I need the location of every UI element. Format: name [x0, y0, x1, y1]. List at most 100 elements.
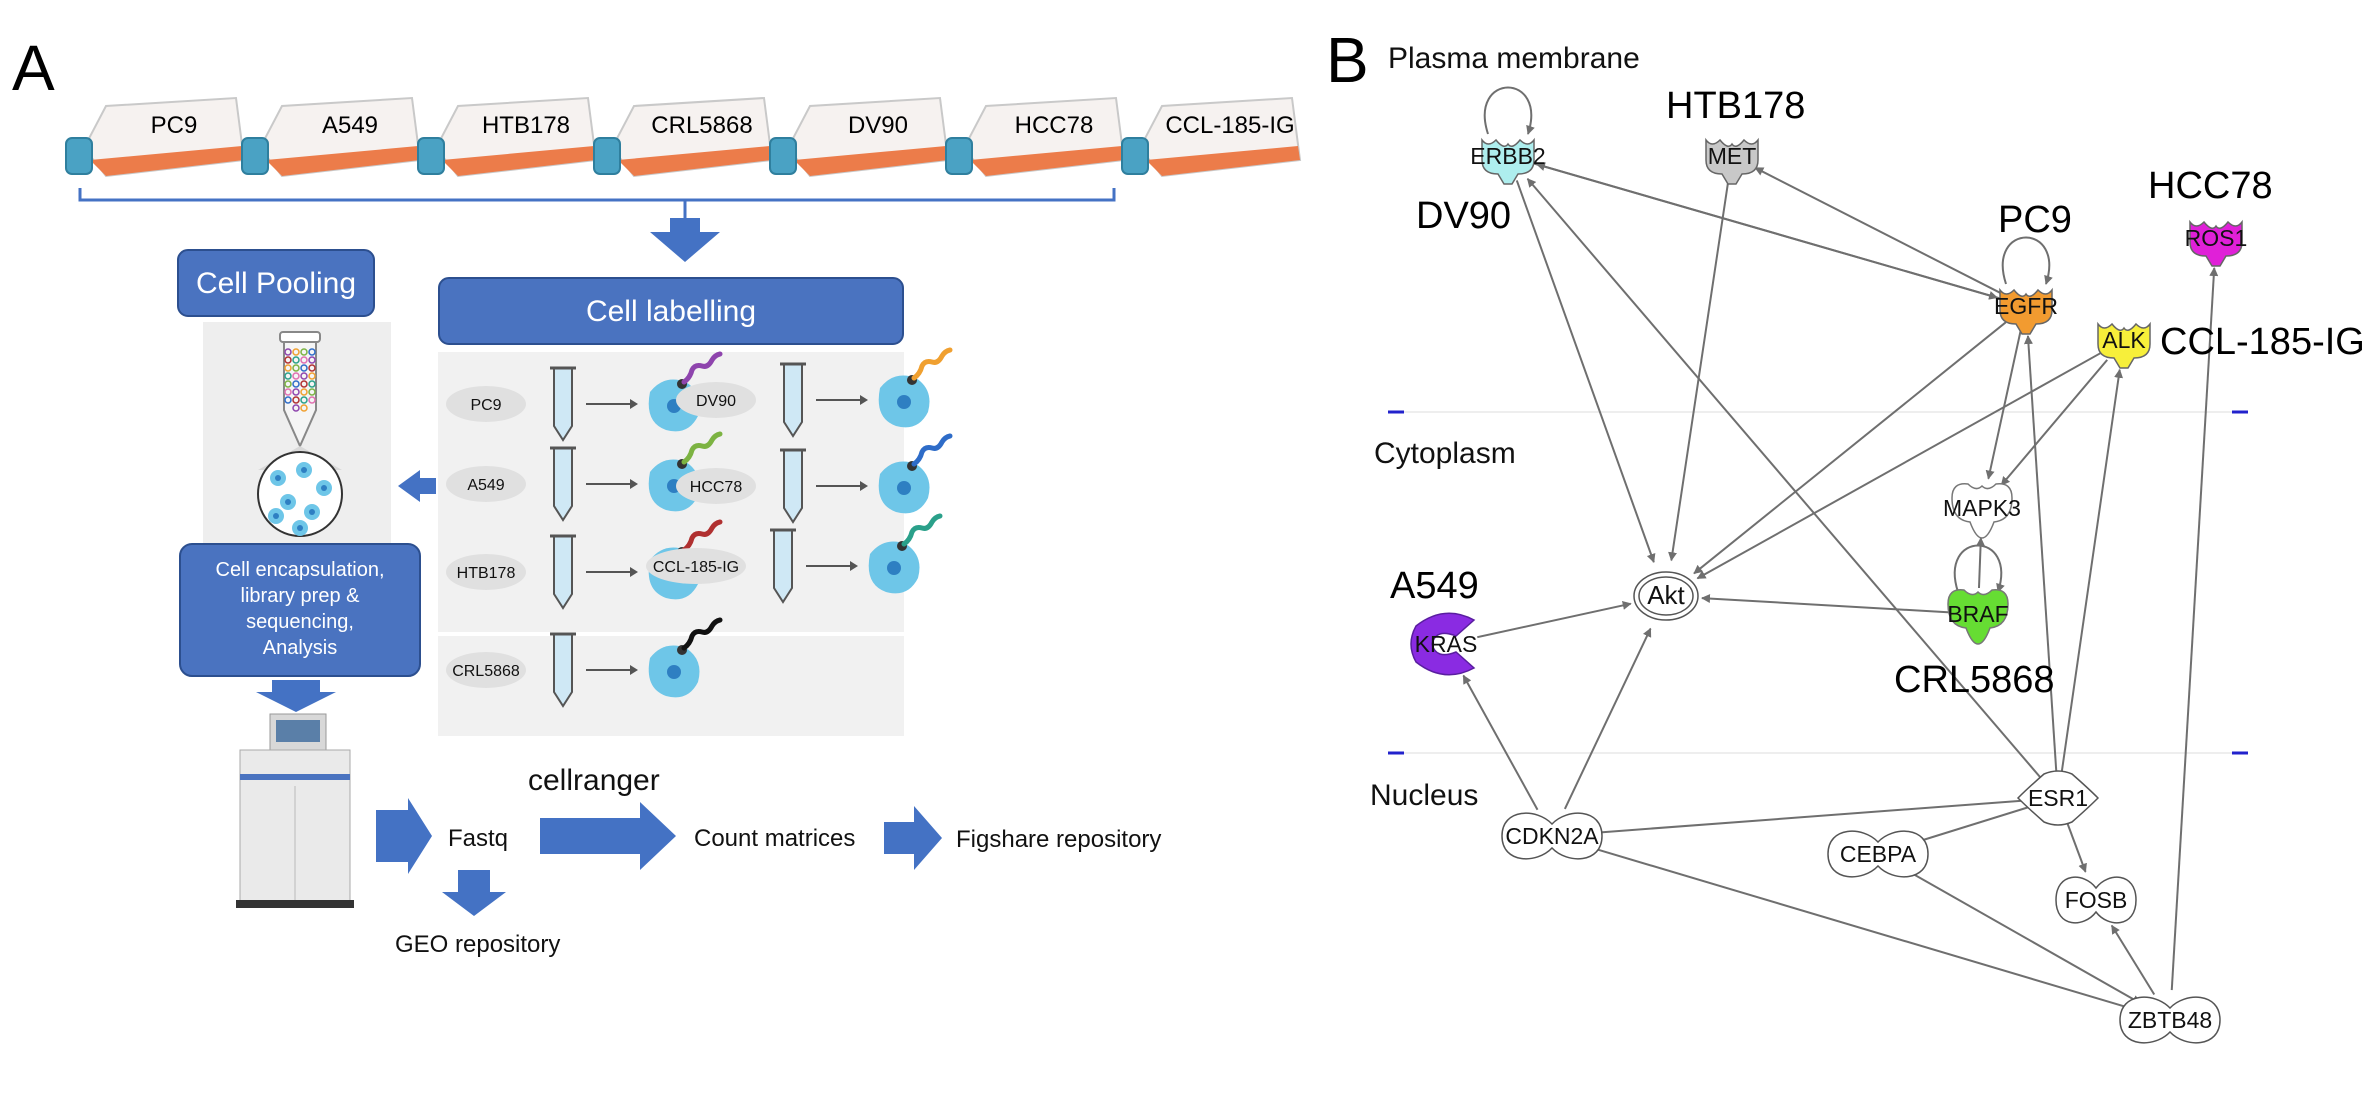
node-label: MET	[1708, 143, 1757, 169]
flask-bracket	[78, 188, 1116, 202]
flask-label: DV90	[848, 112, 908, 139]
cell-pooling-title: Cell Pooling	[196, 267, 356, 300]
cellranger-label: cellranger	[528, 764, 660, 797]
edge-esr1-alk	[2060, 368, 2124, 773]
label-cell-line: CRL5868	[452, 663, 520, 680]
label-row-hcc78: HCC78	[676, 433, 953, 524]
flask-hcc78: HCC78	[945, 96, 1126, 178]
cell-line-label-kras: A549	[1390, 565, 1479, 607]
barcode-icon	[911, 433, 953, 467]
node-label: BRAF	[1947, 601, 2008, 627]
node-akt[interactable]: Akt	[1633, 571, 1699, 621]
tube-icon	[553, 447, 573, 522]
label-row-crl5868: CRL5868	[446, 617, 723, 708]
node-label: CDKN2A	[1505, 823, 1599, 849]
node-erbb2[interactable]: ERBB2	[1470, 137, 1546, 185]
sequencer-icon	[236, 713, 354, 908]
geo-label: GEO repository	[395, 931, 560, 958]
cell-labelling-box	[438, 277, 904, 345]
label-cell-line: HTB178	[457, 565, 516, 582]
node-fosb[interactable]: FOSB	[2055, 876, 2137, 924]
arrow-to-fastq	[376, 798, 432, 874]
edge-esr1-cebpa	[1907, 804, 2034, 847]
node-kras[interactable]: KRAS	[1410, 612, 1477, 676]
node-label: Akt	[1647, 580, 1685, 610]
barcode-icon	[681, 617, 723, 651]
flask-ccl-185-ig: CCL-185-IG	[1121, 96, 1302, 178]
cell-line-label-alk: CCL-185-IG	[2160, 321, 2362, 363]
flask-label: PC9	[151, 112, 198, 139]
flask-htb178: HTB178	[417, 96, 598, 178]
edge-cdkn2a-kras	[1462, 674, 1539, 811]
edge-braf-akt	[1701, 594, 1953, 614]
node-label: ALK	[2102, 327, 2146, 353]
panel-b-letter: B	[1326, 24, 1369, 96]
arrow-labelling-to-pooling	[398, 470, 436, 502]
pooling-tube-icon	[279, 331, 321, 449]
node-egfr[interactable]: EGFR	[1994, 287, 2058, 335]
count-matrices-label: Count matrices	[694, 825, 855, 852]
receptor-icon	[1481, 137, 1535, 185]
node-esr1[interactable]: ESR1	[2016, 770, 2100, 826]
node-ros1[interactable]: ROS1	[2185, 219, 2248, 267]
node-mapk3[interactable]: MAPK3	[1943, 483, 2021, 539]
edge-met-akt	[1668, 177, 1730, 562]
transcription-regulator-icon	[2055, 876, 2137, 924]
self-loops	[1483, 86, 2053, 593]
cell-labelling-title: Cell labelling	[586, 295, 756, 328]
self-loop-egfr	[2001, 236, 2053, 285]
enzyme-icon	[1410, 612, 1476, 676]
label-cell-line: A549	[467, 477, 504, 494]
group-icon	[1633, 571, 1699, 621]
encapsulation-line-3: sequencing,	[246, 611, 354, 633]
encapsulation-line-2: library prep &	[241, 585, 361, 607]
node-label: FOSB	[2065, 887, 2128, 913]
compartment-cytoplasm: Cytoplasm	[1374, 437, 1516, 470]
label-cell-line: CCL-185-IG	[653, 559, 739, 576]
label-cell-line: HCC78	[690, 479, 743, 496]
edge-egfr-mapk3	[1985, 331, 2022, 480]
nuclear-receptor-icon	[2016, 770, 2100, 826]
encapsulation-box	[179, 543, 421, 677]
node-alk[interactable]: ALK	[2097, 321, 2151, 369]
transcription-regulator-icon	[2119, 996, 2221, 1044]
flask-label: HTB178	[482, 112, 570, 139]
node-zbtb48[interactable]: ZBTB48	[2119, 996, 2221, 1044]
arrow-to-sequencer	[256, 680, 336, 712]
node-braf[interactable]: BRAF	[1947, 589, 2009, 645]
cell-line-label-braf: CRL5868	[1894, 659, 2055, 701]
edge-zbtb48-cdkn2a	[1583, 843, 2142, 1013]
node-label: ESR1	[2028, 785, 2088, 811]
barcode-icon	[681, 431, 723, 465]
label-row-pc9: PC9	[446, 351, 723, 442]
edge-erbb2-akt	[1515, 180, 1656, 563]
tube-icon	[783, 363, 803, 438]
barcode-icon	[911, 347, 953, 381]
node-cebpa[interactable]: CEBPA	[1827, 830, 1929, 878]
barcode-icon	[681, 351, 723, 385]
label-cell-line: PC9	[470, 397, 501, 414]
receptor-icon	[2189, 219, 2243, 267]
down-arrow-to-labelling	[650, 232, 720, 262]
flask-dv90: DV90	[769, 96, 950, 178]
node-met[interactable]: MET	[1705, 137, 1759, 185]
node-label: EGFR	[1994, 293, 2058, 319]
node-label: ZBTB48	[2128, 1007, 2212, 1033]
cell-line-label-erbb2: DV90	[1416, 195, 1511, 237]
tube-icon	[553, 367, 573, 442]
flask-label: CCL-185-IG	[1165, 112, 1294, 139]
self-loop-braf	[1953, 544, 2005, 593]
tube-icon	[773, 529, 793, 604]
transcription-regulator-icon	[1501, 812, 1603, 860]
tube-icon	[553, 535, 573, 610]
edge-zbtb48-ros1	[2170, 267, 2219, 991]
edge-esr1-egfr	[2023, 335, 2058, 773]
cell-line-label-ros1: HCC78	[2148, 165, 2273, 207]
node-cdkn2a[interactable]: CDKN2A	[1501, 812, 1603, 860]
self-loop-erbb2	[1483, 86, 1535, 135]
label-row-ccl-185-ig: CCL-185-IG	[646, 513, 943, 604]
encapsulation-line-4: Analysis	[263, 637, 337, 659]
